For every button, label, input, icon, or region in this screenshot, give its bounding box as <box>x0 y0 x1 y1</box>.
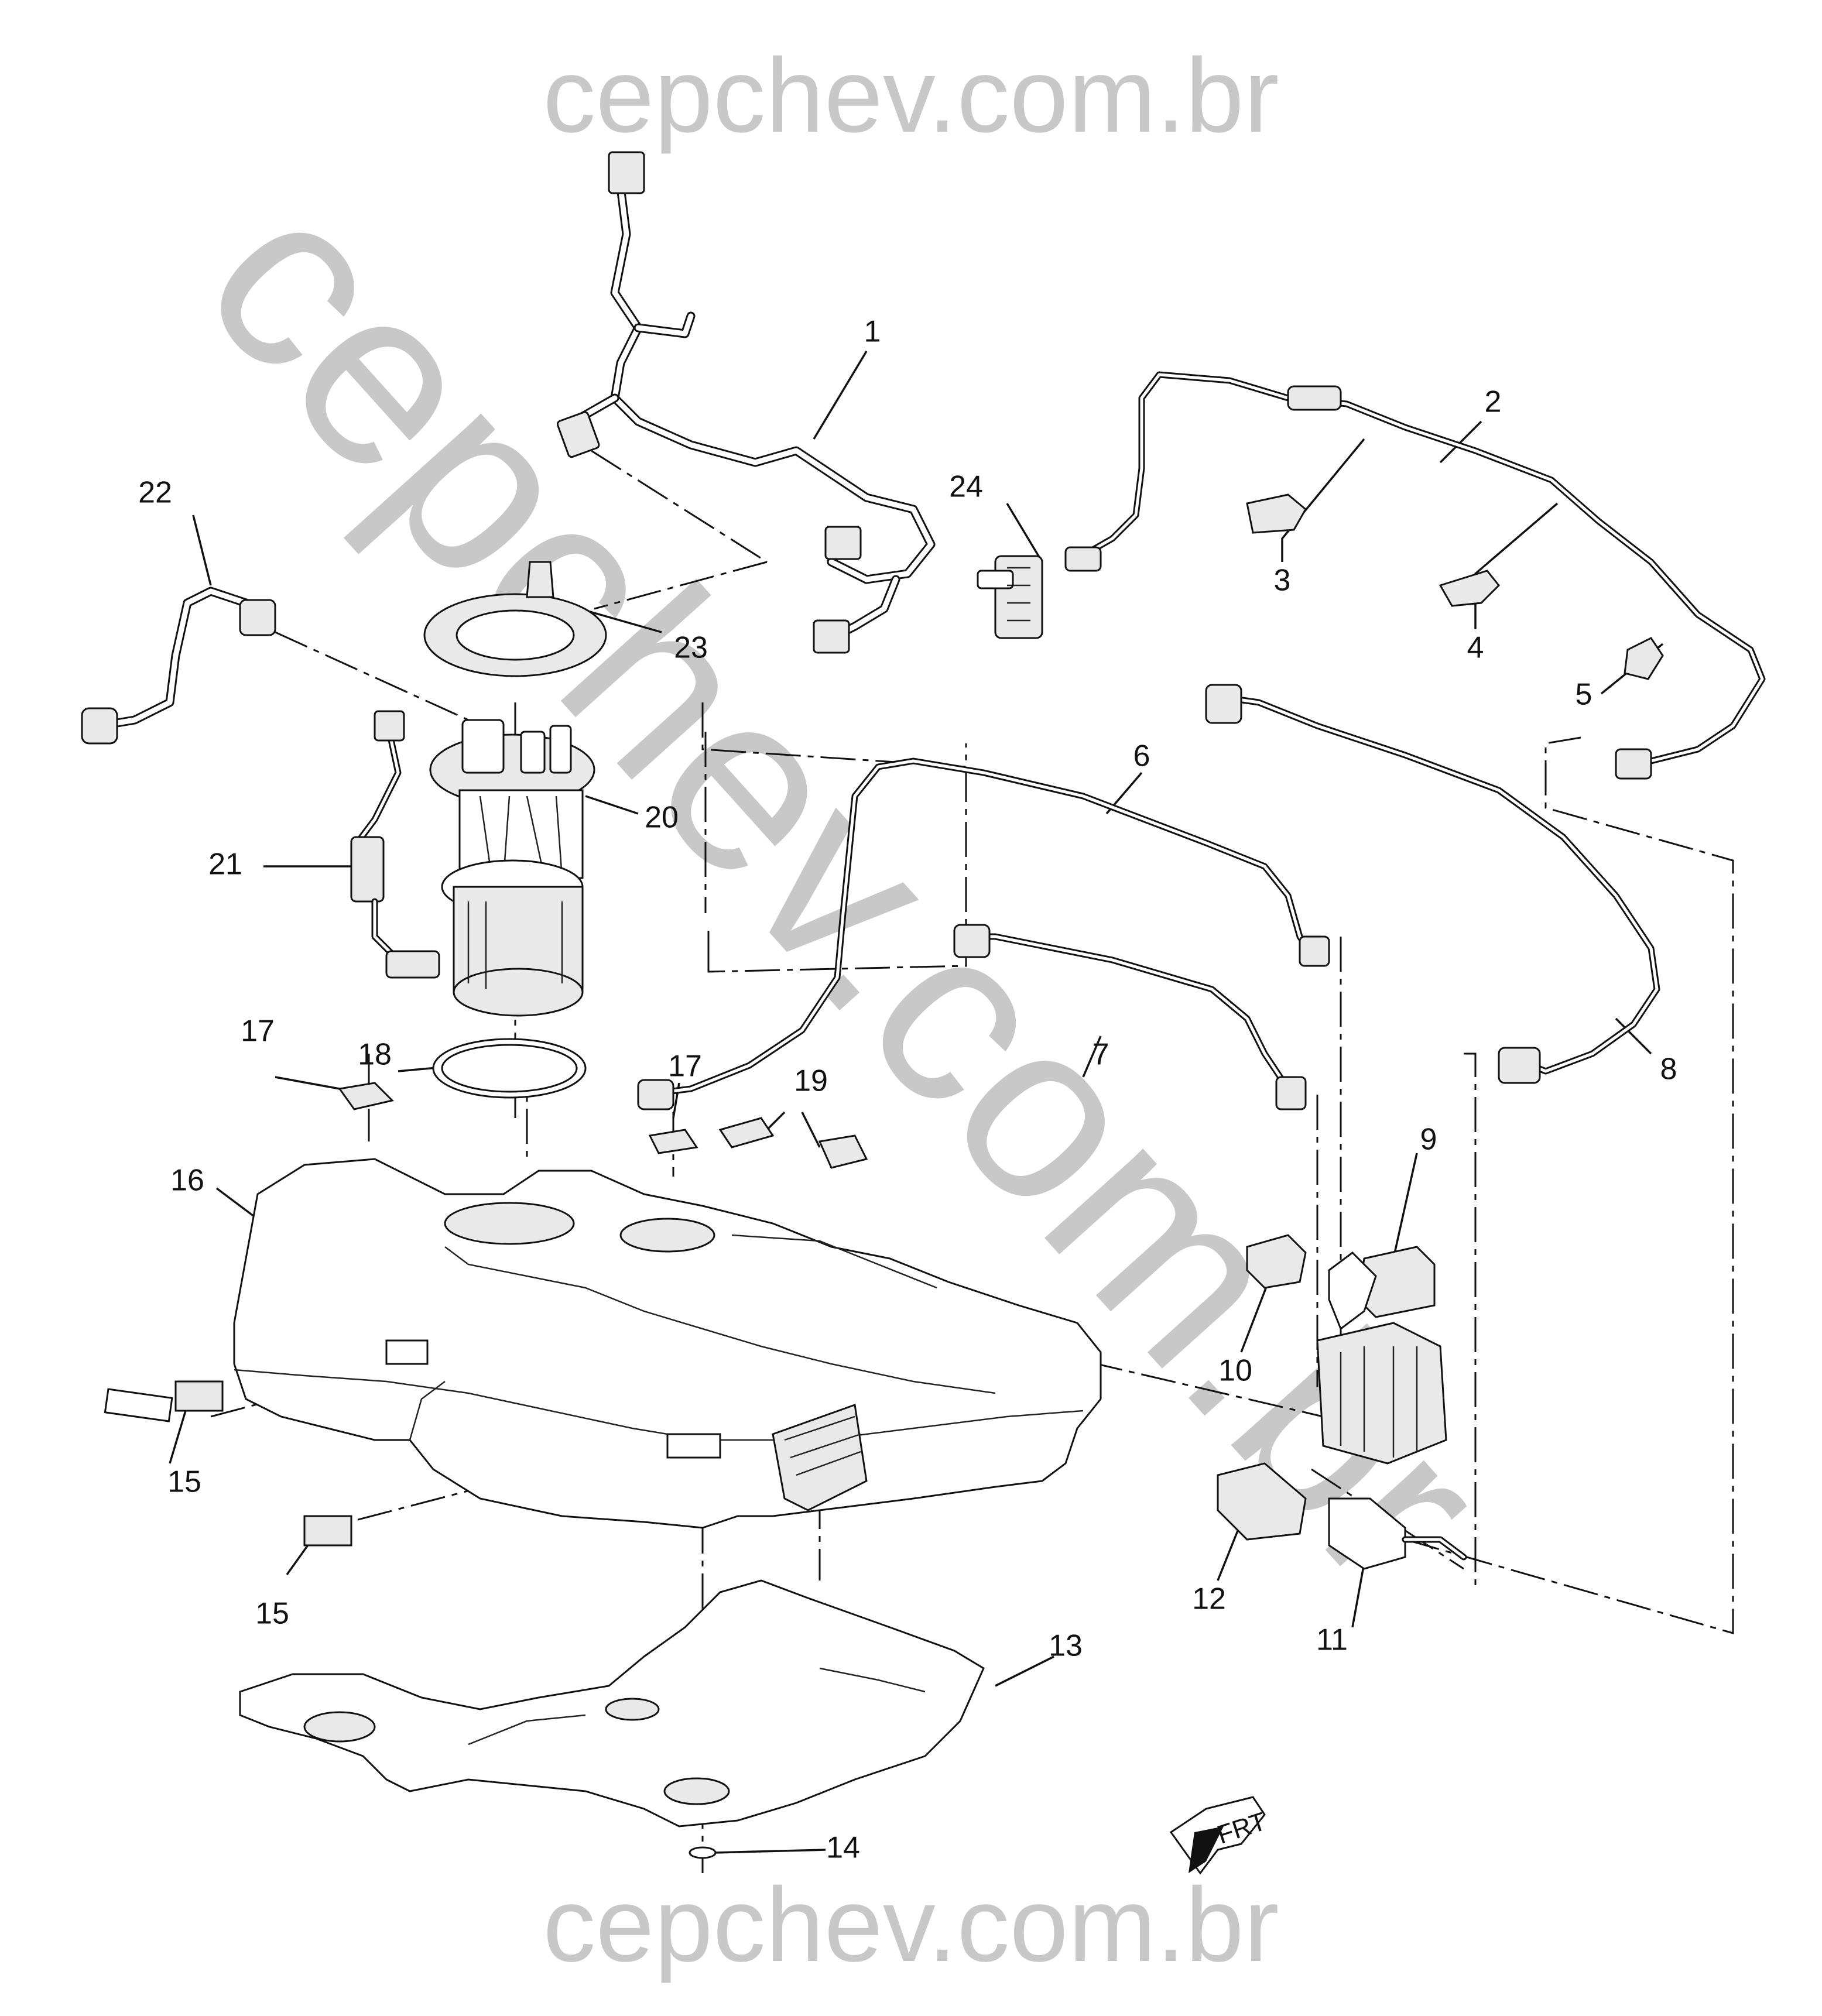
callout-20: 20 <box>645 801 679 835</box>
fuel-pipe-7 <box>953 924 1307 1110</box>
evap-canister-9 <box>1316 1246 1447 1465</box>
connector-10 <box>1246 1234 1307 1289</box>
clip-5 <box>1624 637 1664 680</box>
callout-9: 9 <box>1420 1123 1437 1157</box>
lock-ring-23 <box>423 561 607 677</box>
callout-5: 5 <box>1576 678 1592 712</box>
seal-18 <box>432 1038 587 1099</box>
fuel-feed-hose-22 <box>81 587 276 745</box>
callout-8: 8 <box>1660 1052 1677 1086</box>
evap-valve-24 <box>977 555 1043 639</box>
fastener-14 <box>689 1846 717 1859</box>
fuel-filter-11 <box>1328 1497 1467 1570</box>
callout-24: 24 <box>949 470 983 504</box>
callout-18: 18 <box>358 1038 392 1072</box>
clip-19-right <box>818 1134 868 1169</box>
callout-10: 10 <box>1218 1354 1252 1388</box>
front-arrow-icon <box>1169 1796 1266 1875</box>
fuel-pipe-8 <box>1205 684 1660 1084</box>
callout-15-upper: 15 <box>167 1465 201 1499</box>
fuel-pipe-6 <box>637 757 1330 1110</box>
callout-labels: 1 2 3 4 5 6 7 8 9 10 11 12 13 14 15 15 1… <box>138 315 1677 1865</box>
harness-tube-2 <box>1064 371 1766 780</box>
fuel-level-sensor-21 <box>350 710 440 979</box>
pad-17-right <box>648 1129 698 1154</box>
callout-7: 7 <box>1092 1038 1109 1072</box>
callout-21: 21 <box>208 848 242 882</box>
heat-shield-13 <box>239 1579 985 1828</box>
pad-15-upper <box>174 1380 224 1412</box>
watermark-bottom: cepchev.com.br <box>543 1866 1279 1984</box>
callout-11: 11 <box>1316 1623 1348 1657</box>
callout-6: 6 <box>1133 739 1150 773</box>
callout-16: 16 <box>170 1164 204 1198</box>
callout-15-lower: 15 <box>255 1597 289 1631</box>
callout-17-right: 17 <box>668 1050 702 1084</box>
callout-17-left: 17 <box>241 1014 275 1048</box>
clip-4 <box>1439 570 1501 607</box>
watermark-top: cepchev.com.br <box>543 37 1279 155</box>
callout-4: 4 <box>1467 631 1484 665</box>
clip-19-left <box>718 1117 775 1148</box>
callout-3: 3 <box>1274 564 1291 598</box>
callout-22: 22 <box>138 476 172 510</box>
callout-13: 13 <box>1049 1629 1083 1663</box>
fuel-tank-16 <box>104 1158 1102 1529</box>
callout-1: 1 <box>864 315 881 349</box>
clip-3 <box>1246 493 1307 534</box>
fuel-pump-module-20 <box>429 719 595 1017</box>
callout-2: 2 <box>1485 385 1502 419</box>
callout-14: 14 <box>826 1831 860 1865</box>
callout-23: 23 <box>674 631 708 665</box>
pad-17-left <box>338 1082 394 1110</box>
wiring-harness <box>556 151 936 654</box>
front-indicator: FRT <box>1169 1796 1270 1875</box>
callout-12: 12 <box>1192 1582 1226 1616</box>
bracket-12 <box>1217 1462 1307 1541</box>
pad-15-lower <box>303 1515 352 1547</box>
callout-19: 19 <box>794 1064 828 1098</box>
